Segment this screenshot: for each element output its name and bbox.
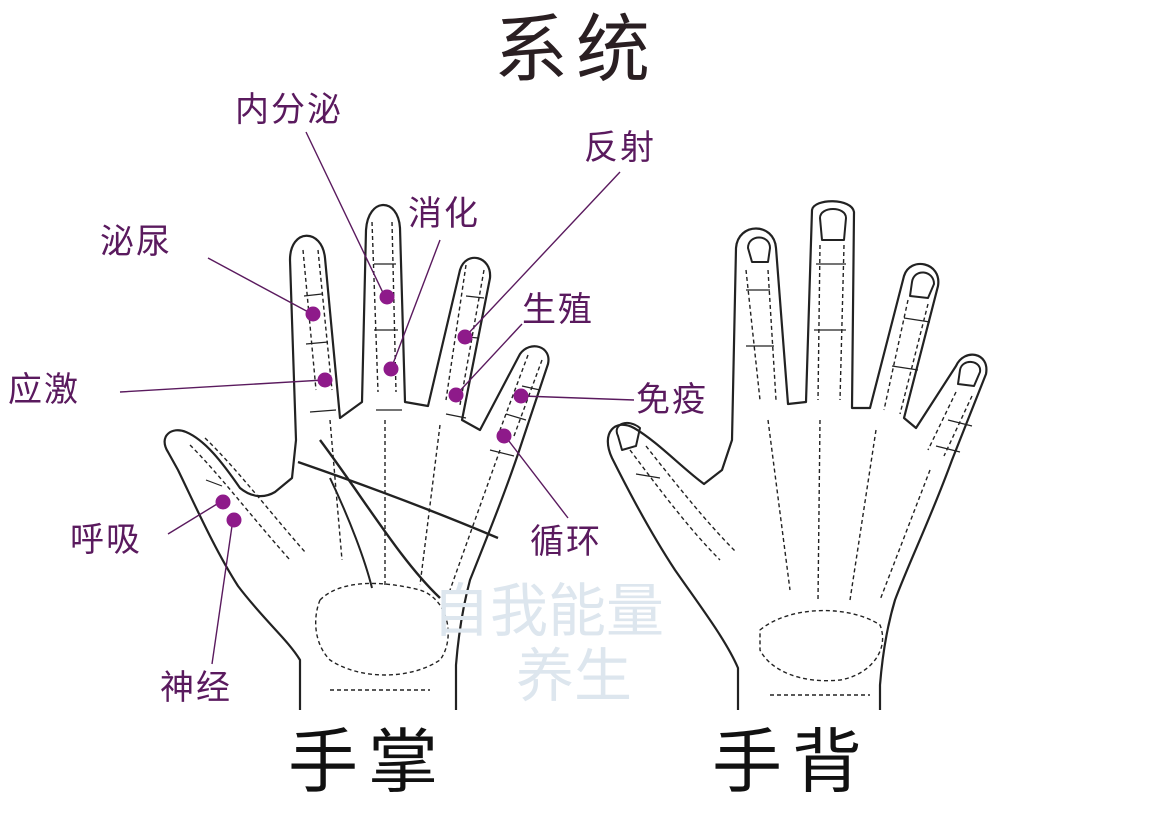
point-stress	[317, 372, 333, 388]
point-immune	[513, 388, 529, 404]
point-circulation	[496, 428, 512, 444]
palm-line-2	[319, 439, 441, 599]
back-hand	[606, 200, 988, 710]
label-respiration: 呼吸	[70, 520, 142, 560]
back-carpals	[759, 609, 884, 682]
point-digestion	[383, 361, 399, 377]
leader-endocrine	[305, 131, 386, 298]
palm-carpals	[315, 582, 449, 676]
leader-reproduction	[455, 323, 523, 396]
point-reproduction	[448, 387, 464, 403]
watermark-line-1: 自我能量	[432, 577, 665, 645]
label-circulation: 循环	[530, 522, 602, 562]
leader-circulation	[504, 435, 569, 519]
back-thumb-bones	[629, 445, 737, 561]
point-nerve	[226, 512, 242, 528]
palm-outline	[163, 203, 550, 710]
label-digestion: 消化	[408, 194, 480, 234]
point-urinary	[305, 306, 321, 322]
caption-back: 手背	[712, 721, 872, 803]
back-outline	[606, 200, 988, 710]
point-endocrine	[379, 289, 395, 305]
palm-hand	[163, 203, 550, 710]
label-reflex: 反射	[584, 128, 656, 168]
back-nail-4	[957, 361, 982, 387]
back-nail-3	[909, 271, 935, 299]
label-reproduction: 生殖	[522, 290, 594, 330]
back-nail-thumb	[615, 421, 641, 451]
label-nerve: 神经	[160, 668, 232, 708]
back-nail-2	[819, 208, 847, 241]
label-stress: 应激	[8, 370, 80, 410]
palm-finger-4-bones	[499, 354, 543, 437]
watermark-line-2: 养生	[516, 642, 633, 710]
leader-nerve	[211, 518, 234, 665]
leader-immune	[521, 395, 635, 401]
palm-line-1	[297, 460, 499, 540]
point-respiration	[215, 494, 231, 510]
leader-respiration	[167, 500, 223, 535]
back-joints	[635, 263, 973, 479]
palm-finger-3-bones	[445, 264, 485, 406]
back-finger-bones	[745, 244, 973, 457]
leader-reflex	[464, 171, 621, 338]
label-immune: 免疫	[636, 380, 708, 420]
palm-joints	[205, 263, 541, 487]
diagram-title: 系统	[494, 7, 658, 93]
reflex-points	[215, 289, 529, 528]
label-endocrine: 内分泌	[235, 90, 343, 130]
palm-metacarpals	[329, 419, 501, 591]
back-nail-1	[747, 236, 771, 263]
leader-lines	[119, 131, 635, 665]
caption-palm: 手掌	[288, 721, 448, 803]
label-urinary: 泌尿	[100, 222, 172, 262]
leader-digestion	[390, 239, 441, 370]
point-reflex	[457, 329, 473, 345]
leader-stress	[119, 379, 325, 393]
back-metacarpals	[767, 419, 931, 601]
leader-urinary	[207, 257, 313, 315]
palm-line-3	[329, 477, 373, 589]
palm-thumb-bones	[189, 437, 306, 561]
